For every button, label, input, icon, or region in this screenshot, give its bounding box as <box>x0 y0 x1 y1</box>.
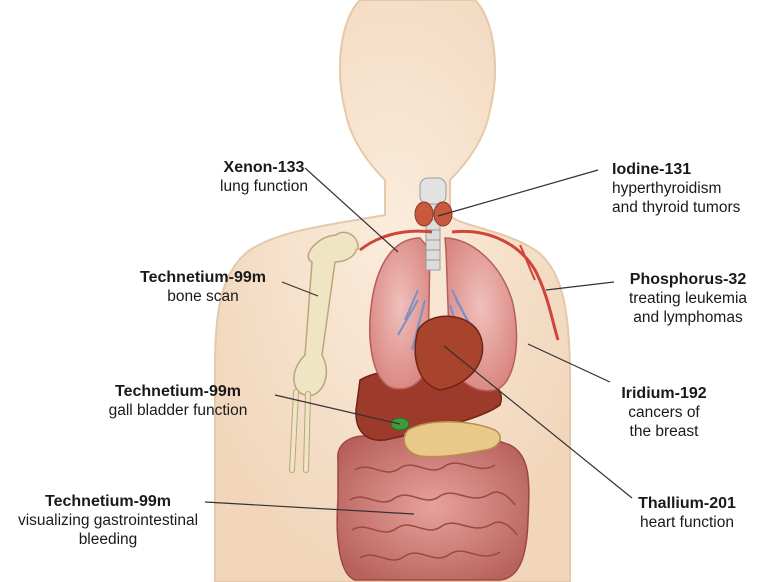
label-tc-bone-use: bone scan <box>128 287 278 306</box>
leader-iodine <box>438 170 598 216</box>
label-thallium-use: heart function <box>626 513 748 532</box>
label-phosphorus: Phosphorus-32 treating leukemia and lymp… <box>618 270 758 327</box>
label-phosphorus-use-line2: and lymphomas <box>618 308 758 327</box>
label-tc-gi-use-line1: visualizing gastrointestinal <box>8 511 208 530</box>
label-tc-bone-isotope: Technetium-99m <box>128 268 278 287</box>
label-xenon: Xenon-133 lung function <box>194 158 334 196</box>
label-tc-gall: Technetium-99m gall bladder function <box>88 382 268 420</box>
label-xenon-use: lung function <box>194 177 334 196</box>
label-thallium: Thallium-201 heart function <box>626 494 748 532</box>
label-xenon-isotope: Xenon-133 <box>194 158 334 177</box>
label-tc-gi: Technetium-99m visualizing gastrointesti… <box>8 492 208 549</box>
label-phosphorus-isotope: Phosphorus-32 <box>618 270 758 289</box>
label-iridium-use-line2: the breast <box>614 422 714 441</box>
label-iridium-use-line1: cancers of <box>614 403 714 422</box>
label-thallium-isotope: Thallium-201 <box>626 494 748 513</box>
label-tc-gall-isotope: Technetium-99m <box>88 382 268 401</box>
label-iodine-use-line2: and thyroid tumors <box>612 198 740 217</box>
label-tc-bone: Technetium-99m bone scan <box>128 268 278 306</box>
label-iodine: Iodine-131 hyperthyroidism and thyroid t… <box>612 160 740 217</box>
label-tc-gall-use: gall bladder function <box>88 401 268 420</box>
label-phosphorus-use-line1: treating leukemia <box>618 289 758 308</box>
label-tc-gi-use-line2: bleeding <box>8 530 208 549</box>
label-iodine-isotope: Iodine-131 <box>612 160 740 179</box>
label-iridium-isotope: Iridium-192 <box>614 384 714 403</box>
label-tc-gi-isotope: Technetium-99m <box>8 492 208 511</box>
label-iodine-use-line1: hyperthyroidism <box>612 179 740 198</box>
label-iridium: Iridium-192 cancers of the breast <box>614 384 714 441</box>
